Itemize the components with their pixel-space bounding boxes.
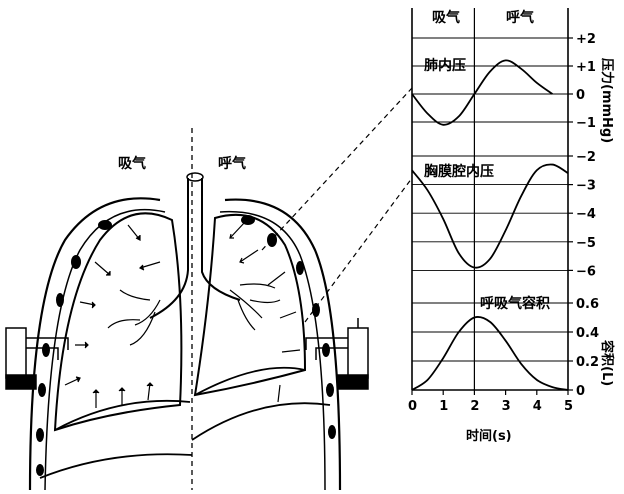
left-arrows: [64, 224, 161, 408]
panel-title-intrapleural-pressure: 胸膜腔内压: [424, 163, 494, 180]
y-tick-label: −3: [576, 179, 596, 194]
y-tick-label: 0: [576, 88, 585, 103]
right-diaphragm: [191, 366, 331, 441]
lung-diagram: [5, 128, 369, 491]
right-pressure-gauge: [305, 318, 369, 390]
x-axis-title: 时间(s): [466, 428, 512, 444]
inspiration-label: 吸气: [118, 155, 146, 172]
y-tick-label: −4: [576, 207, 596, 222]
y-tick-label: −1: [576, 116, 596, 131]
panel-title-alveolar-pressure: 肺内压: [424, 57, 466, 74]
expiration-label: 呼气: [218, 155, 246, 172]
phase-label-expiration: 呼气: [506, 9, 534, 26]
right-arrows: [229, 221, 301, 403]
phase-label-inspiration: 吸气: [432, 9, 460, 26]
right-bronchi: [229, 283, 281, 331]
right-chest-wall-outer: [224, 198, 342, 491]
series-line-3: [411, 316, 569, 391]
right-lung-outline: [193, 213, 307, 397]
y-tick-label: −6: [576, 264, 596, 279]
x-tick-label: 5: [564, 399, 573, 414]
x-tick-label: 1: [439, 399, 448, 414]
series-line-2: [411, 163, 569, 269]
y-tick-label: −2: [576, 150, 596, 165]
left-bronchi: [107, 289, 161, 346]
left-diaphragm: [39, 399, 193, 479]
x-tick-label: 3: [502, 399, 511, 414]
y-axis-title-volume: 容积(L): [599, 339, 615, 386]
y-axis-title-pressure: 压力(mmHg): [599, 58, 615, 143]
y-tick-label: 0.6: [576, 297, 599, 312]
x-tick-label: 2: [470, 399, 479, 414]
right-chest-wall-inner: [219, 210, 326, 491]
chart-plot: +2 +1 0 −1 −2 −3 −4 −5 −6 0.6 0.4 0.2 0 0 1 2 3 4 5: [408, 32, 599, 414]
left-ribs: [36, 220, 112, 476]
left-pressure-gauge: [5, 327, 69, 390]
y-tick-label: 0: [576, 384, 585, 399]
right-ribs: [241, 215, 336, 439]
y-tick-label: −5: [576, 236, 596, 251]
left-chest-wall-outer: [28, 197, 161, 491]
x-tick-label: 4: [533, 399, 542, 414]
y-tick-label: +1: [576, 60, 596, 75]
x-tick-label: 0: [408, 399, 417, 414]
trachea-opening: [186, 172, 204, 182]
panel-title-volume: 呼吸气容积: [480, 295, 550, 312]
y-tick-label: +2: [576, 32, 596, 47]
y-tick-label: 0.2: [576, 355, 599, 370]
series-line-1: [411, 59, 553, 126]
y-tick-label: 0.4: [576, 326, 599, 341]
connector-lines: [261, 87, 413, 323]
